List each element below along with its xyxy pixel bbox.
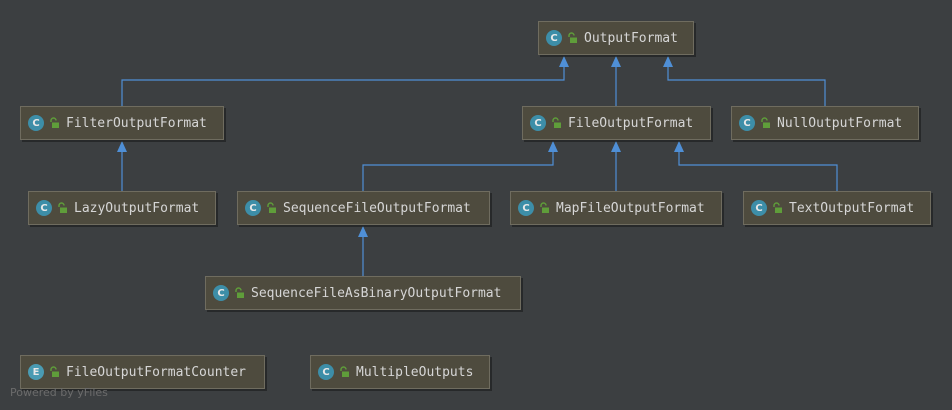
node-label: LazyOutputFormat xyxy=(74,200,200,216)
class-icon: C xyxy=(213,285,229,301)
node-label: OutputFormat xyxy=(584,30,678,46)
node-label: MapFileOutputFormat xyxy=(556,200,705,216)
node-label: SequenceFileOutputFormat xyxy=(283,200,471,216)
public-lock-icon xyxy=(50,366,59,377)
public-lock-icon xyxy=(235,287,244,298)
yfiles-watermark: Powered by yFiles xyxy=(10,386,108,399)
class-icon: C xyxy=(28,115,44,131)
inheritance-arrowhead xyxy=(117,141,127,152)
inheritance-arrowhead xyxy=(611,56,621,67)
node-mapfileoutputformat[interactable]: C MapFileOutputFormat xyxy=(510,191,722,225)
public-lock-icon xyxy=(50,117,59,128)
public-lock-icon xyxy=(540,202,549,213)
node-label: FilterOutputFormat xyxy=(66,115,207,131)
node-lazyoutputformat[interactable]: C LazyOutputFormat xyxy=(28,191,216,225)
public-lock-icon xyxy=(340,366,349,377)
inheritance-edge-sequencefileoutputformat-to-fileoutputformat xyxy=(362,152,554,191)
public-lock-icon xyxy=(267,202,276,213)
node-label: FileOutputFormatCounter xyxy=(66,364,247,380)
inheritance-arrowhead xyxy=(663,56,673,67)
class-icon: C xyxy=(245,200,261,216)
node-label: FileOutputFormat xyxy=(568,115,694,131)
node-nulloutputformat[interactable]: C NullOutputFormat xyxy=(731,106,919,140)
inheritance-edge-nulloutputformat-to-outputformat xyxy=(667,67,826,106)
node-label: SequenceFileAsBinaryOutputFormat xyxy=(251,285,502,301)
node-textoutputformat[interactable]: C TextOutputFormat xyxy=(743,191,931,225)
node-fileoutputformatcounter[interactable]: E FileOutputFormatCounter xyxy=(20,355,265,389)
class-icon: C xyxy=(751,200,767,216)
inheritance-arrowhead xyxy=(548,141,558,152)
node-multipleoutputs[interactable]: C MultipleOutputs xyxy=(310,355,490,389)
inheritance-arrowhead xyxy=(611,141,621,152)
class-icon: C xyxy=(518,200,534,216)
public-lock-icon xyxy=(568,32,577,43)
inheritance-arrowhead xyxy=(559,56,569,67)
enum-icon: E xyxy=(28,364,44,380)
inheritance-arrowhead xyxy=(674,141,684,152)
public-lock-icon xyxy=(773,202,782,213)
class-icon: C xyxy=(530,115,546,131)
node-label: TextOutputFormat xyxy=(789,200,915,216)
public-lock-icon xyxy=(58,202,67,213)
class-icon: C xyxy=(36,200,52,216)
node-label: MultipleOutputs xyxy=(356,364,474,380)
node-fileoutputformat[interactable]: C FileOutputFormat xyxy=(522,106,711,140)
inheritance-edge-filteroutputformat-to-outputformat xyxy=(121,67,565,106)
inheritance-arrowhead xyxy=(358,226,368,237)
class-icon: C xyxy=(546,30,562,46)
public-lock-icon xyxy=(552,117,561,128)
node-label: NullOutputFormat xyxy=(777,115,903,131)
inheritance-edge-textoutputformat-to-fileoutputformat xyxy=(678,152,838,191)
node-outputformat[interactable]: C OutputFormat xyxy=(538,21,694,55)
node-filteroutputformat[interactable]: C FilterOutputFormat xyxy=(20,106,224,140)
class-icon: C xyxy=(318,364,334,380)
node-sequencefileasbinaryoutputformat[interactable]: C SequenceFileAsBinaryOutputFormat xyxy=(205,276,521,310)
node-sequencefileoutputformat[interactable]: C SequenceFileOutputFormat xyxy=(237,191,490,225)
public-lock-icon xyxy=(761,117,770,128)
class-icon: C xyxy=(739,115,755,131)
